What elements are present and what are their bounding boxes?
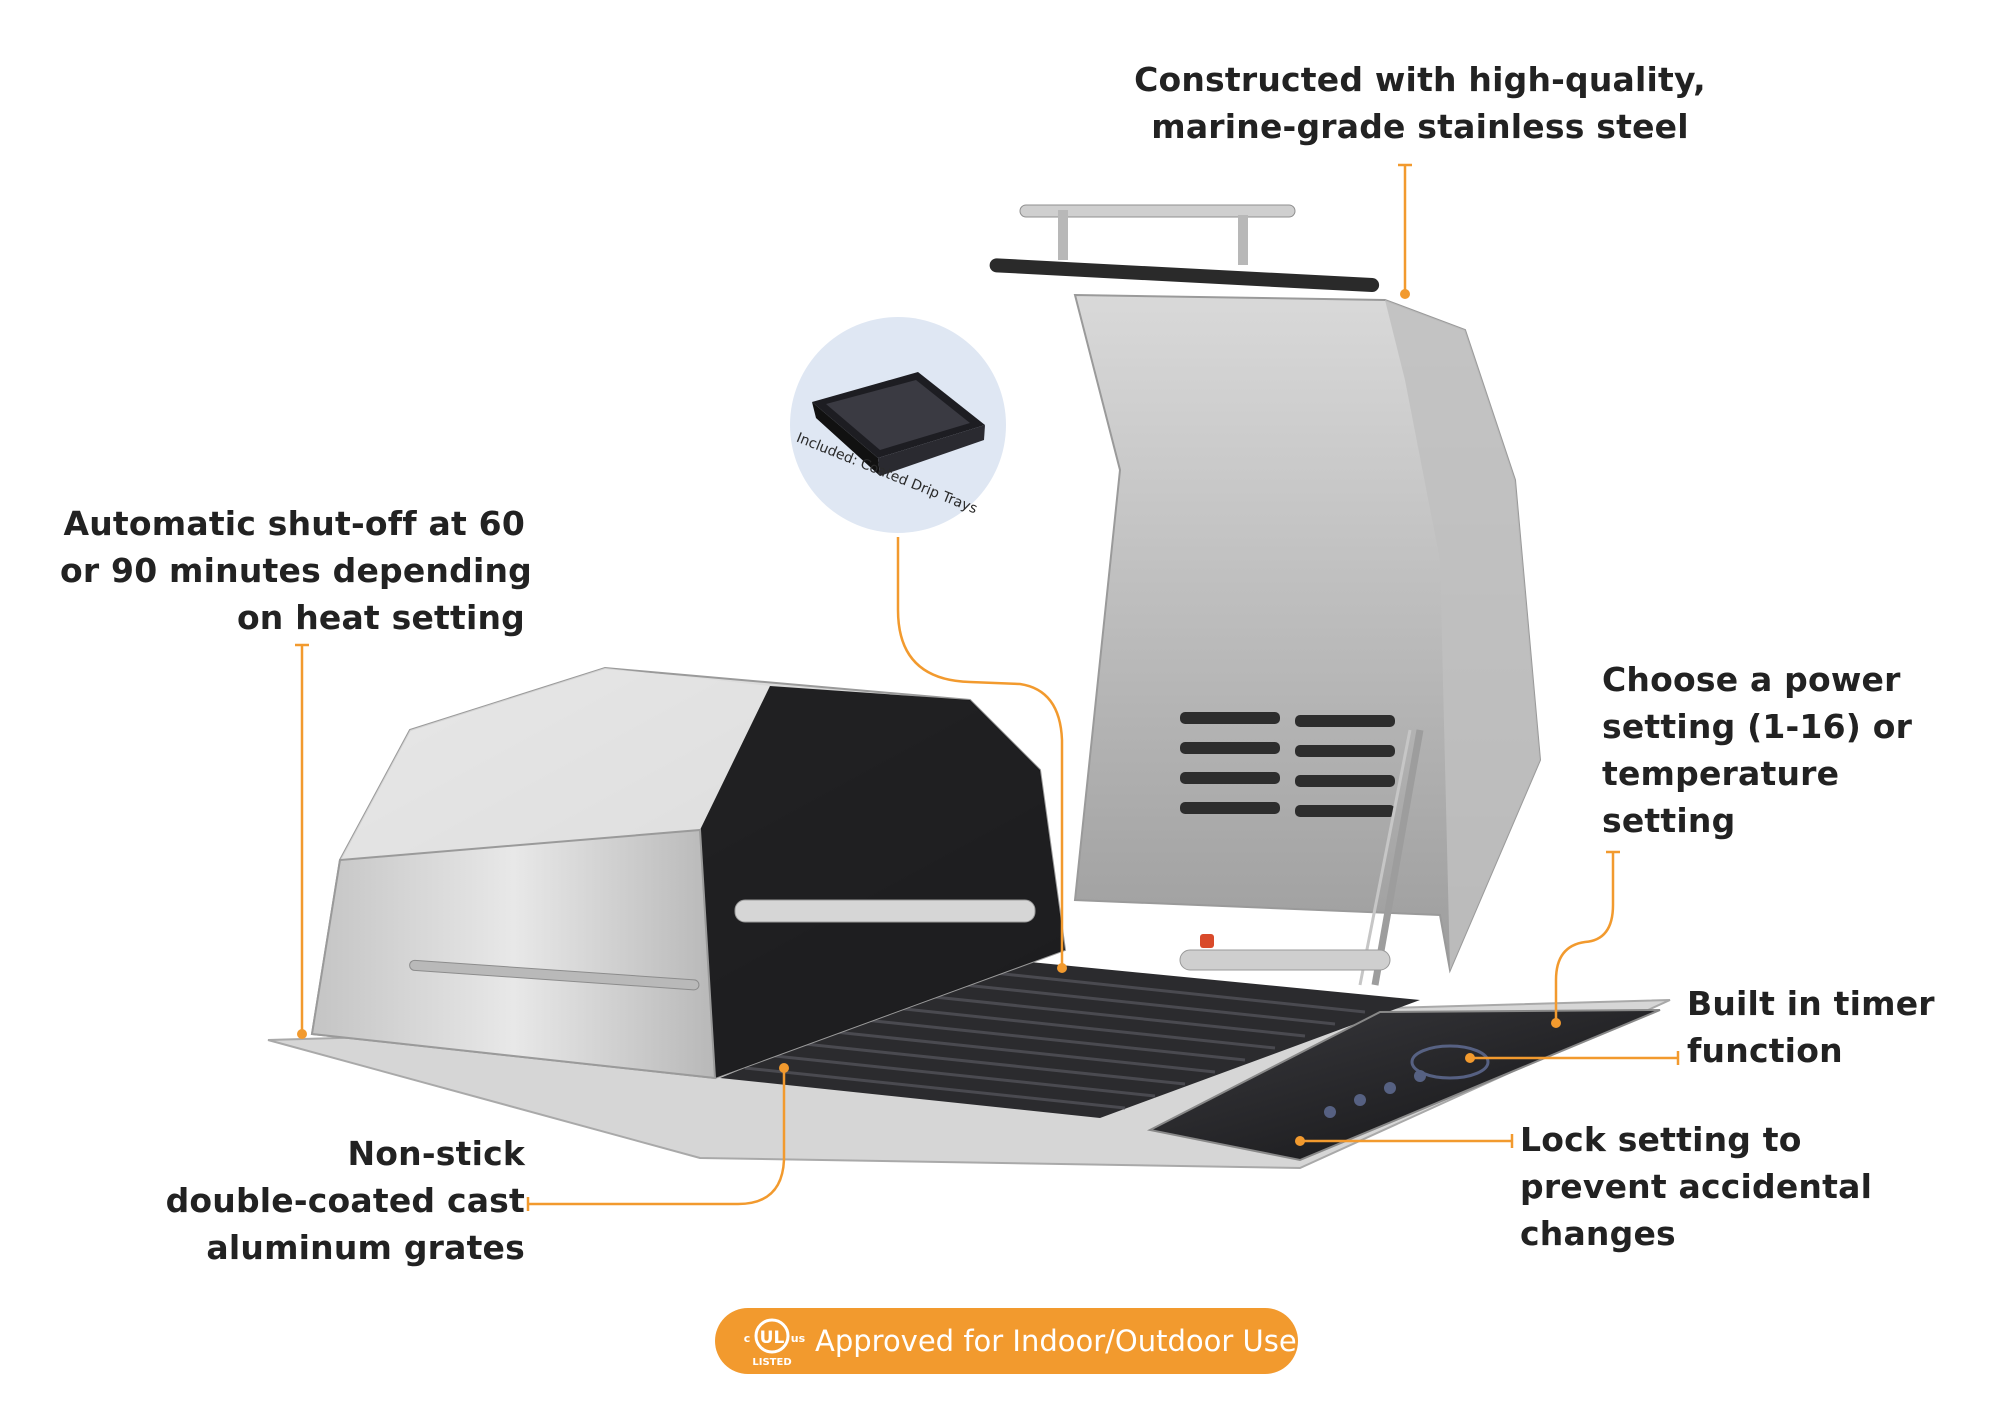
drip-tray-inset	[790, 317, 1006, 533]
open-lid	[989, 204, 1542, 986]
callout-leaders	[295, 163, 1680, 1211]
callout-line: temperature	[1602, 754, 1840, 793]
callout-grates: Non-stick double-coated cast aluminum gr…	[110, 1130, 525, 1271]
lid-vents	[1180, 712, 1395, 817]
callout-power-setting: Choose a power setting (1-16) or tempera…	[1602, 656, 1982, 844]
callout-line: changes	[1520, 1214, 1676, 1253]
callout-line: setting (1-16) or	[1602, 707, 1913, 746]
callout-line: Non-stick	[347, 1134, 525, 1173]
ul-letters: UL	[760, 1328, 785, 1348]
callout-line: aluminum grates	[206, 1228, 525, 1267]
grate-ridges	[744, 970, 1366, 1110]
callout-line: or 90 minutes depending	[60, 551, 532, 590]
callout-line: Lock setting to	[1520, 1120, 1802, 1159]
leader-tray	[896, 537, 1064, 968]
ul-c: c	[744, 1332, 751, 1345]
callout-auto-shutoff: Automatic shut-off at 60 or 90 minutes d…	[60, 500, 532, 641]
callout-line: Constructed with high-quality,	[1134, 60, 1706, 99]
callout-line: double-coated cast	[165, 1181, 525, 1220]
leader-power	[1554, 852, 1615, 1023]
callout-line: Automatic shut-off at 60	[63, 504, 525, 543]
callout-line: prevent accidental	[1520, 1167, 1873, 1206]
callout-line: marine-grade stainless steel	[1151, 107, 1689, 146]
leader-dots	[297, 289, 1561, 1146]
callout-line: Choose a power	[1602, 660, 1901, 699]
callout-line: on heat setting	[236, 598, 525, 637]
glass-control-panel	[1146, 1009, 1661, 1162]
indoor-outdoor-badge: UL c us LISTED Approved for Indoor/Outdo…	[715, 1308, 1298, 1374]
ul-us: us	[791, 1332, 806, 1345]
callout-lock-setting: Lock setting to prevent accidental chang…	[1520, 1116, 1940, 1257]
callout-line: setting	[1602, 801, 1736, 840]
ul-listed: LISTED	[752, 1357, 791, 1368]
callout-line: Built in timer	[1687, 984, 1935, 1023]
control-panel-icons	[1324, 1044, 1490, 1118]
closed-hood	[310, 666, 1067, 1080]
badge-label: Approved for Indoor/Outdoor Use	[815, 1324, 1297, 1358]
callout-stainless-steel: Constructed with high-quality, marine-gr…	[1130, 56, 1710, 150]
ul-listed-icon: UL c us LISTED	[744, 1318, 806, 1368]
callout-line: function	[1687, 1031, 1843, 1070]
leader-grates	[528, 1068, 786, 1206]
callout-timer: Built in timer function	[1687, 980, 1967, 1074]
